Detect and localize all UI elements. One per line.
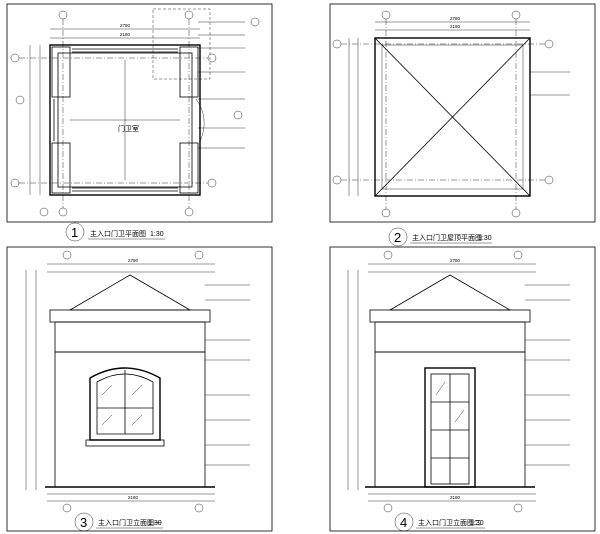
svg-text:2780: 2780 — [450, 258, 461, 263]
drawing-4-scale: 1:30 — [470, 520, 484, 527]
drawing-4-caption: 主入口门卫立面图二 — [418, 518, 481, 527]
svg-text:2180: 2180 — [450, 495, 461, 500]
svg-text:2180: 2180 — [120, 32, 131, 37]
room-label: 门卫室 — [118, 124, 139, 133]
drawing-4-number: 4 — [400, 515, 407, 530]
svg-text:2780: 2780 — [450, 16, 461, 21]
svg-text:2180: 2180 — [128, 495, 139, 500]
drawing-3-number: 3 — [80, 515, 87, 530]
svg-text:2780: 2780 — [120, 23, 131, 28]
drawing-3-scale: 1:30 — [148, 520, 162, 527]
drawing-3-caption: 主入口门卫立面图一 — [98, 518, 161, 527]
svg-text:2180: 2180 — [450, 24, 461, 29]
drawing-1-caption: 主入口门卫平面图 — [90, 229, 146, 238]
svg-text:2780: 2780 — [128, 258, 139, 263]
drawing-1-number: 1 — [71, 225, 78, 240]
floor-plan-drawing: 2780 2180 门卫室 — [6, 3, 273, 242]
roof-plan-drawing: 2780 2180 2 主入口门卫屋顶平面图 1:30 — [329, 3, 596, 247]
elevation-2-drawing: 2780 2180 4 主入口门卫立面图二 1:30 — [329, 246, 596, 532]
drawing-1-scale: 1:30 — [150, 231, 164, 238]
elevation-1-drawing: 2780 2180 3 主入口门卫立面图一 1:30 — [6, 246, 273, 532]
drawing-2-scale: 1:30 — [478, 235, 492, 242]
drawing-2-number: 2 — [394, 230, 401, 245]
drawing-2-caption: 主入口门卫屋顶平面图 — [412, 233, 482, 242]
